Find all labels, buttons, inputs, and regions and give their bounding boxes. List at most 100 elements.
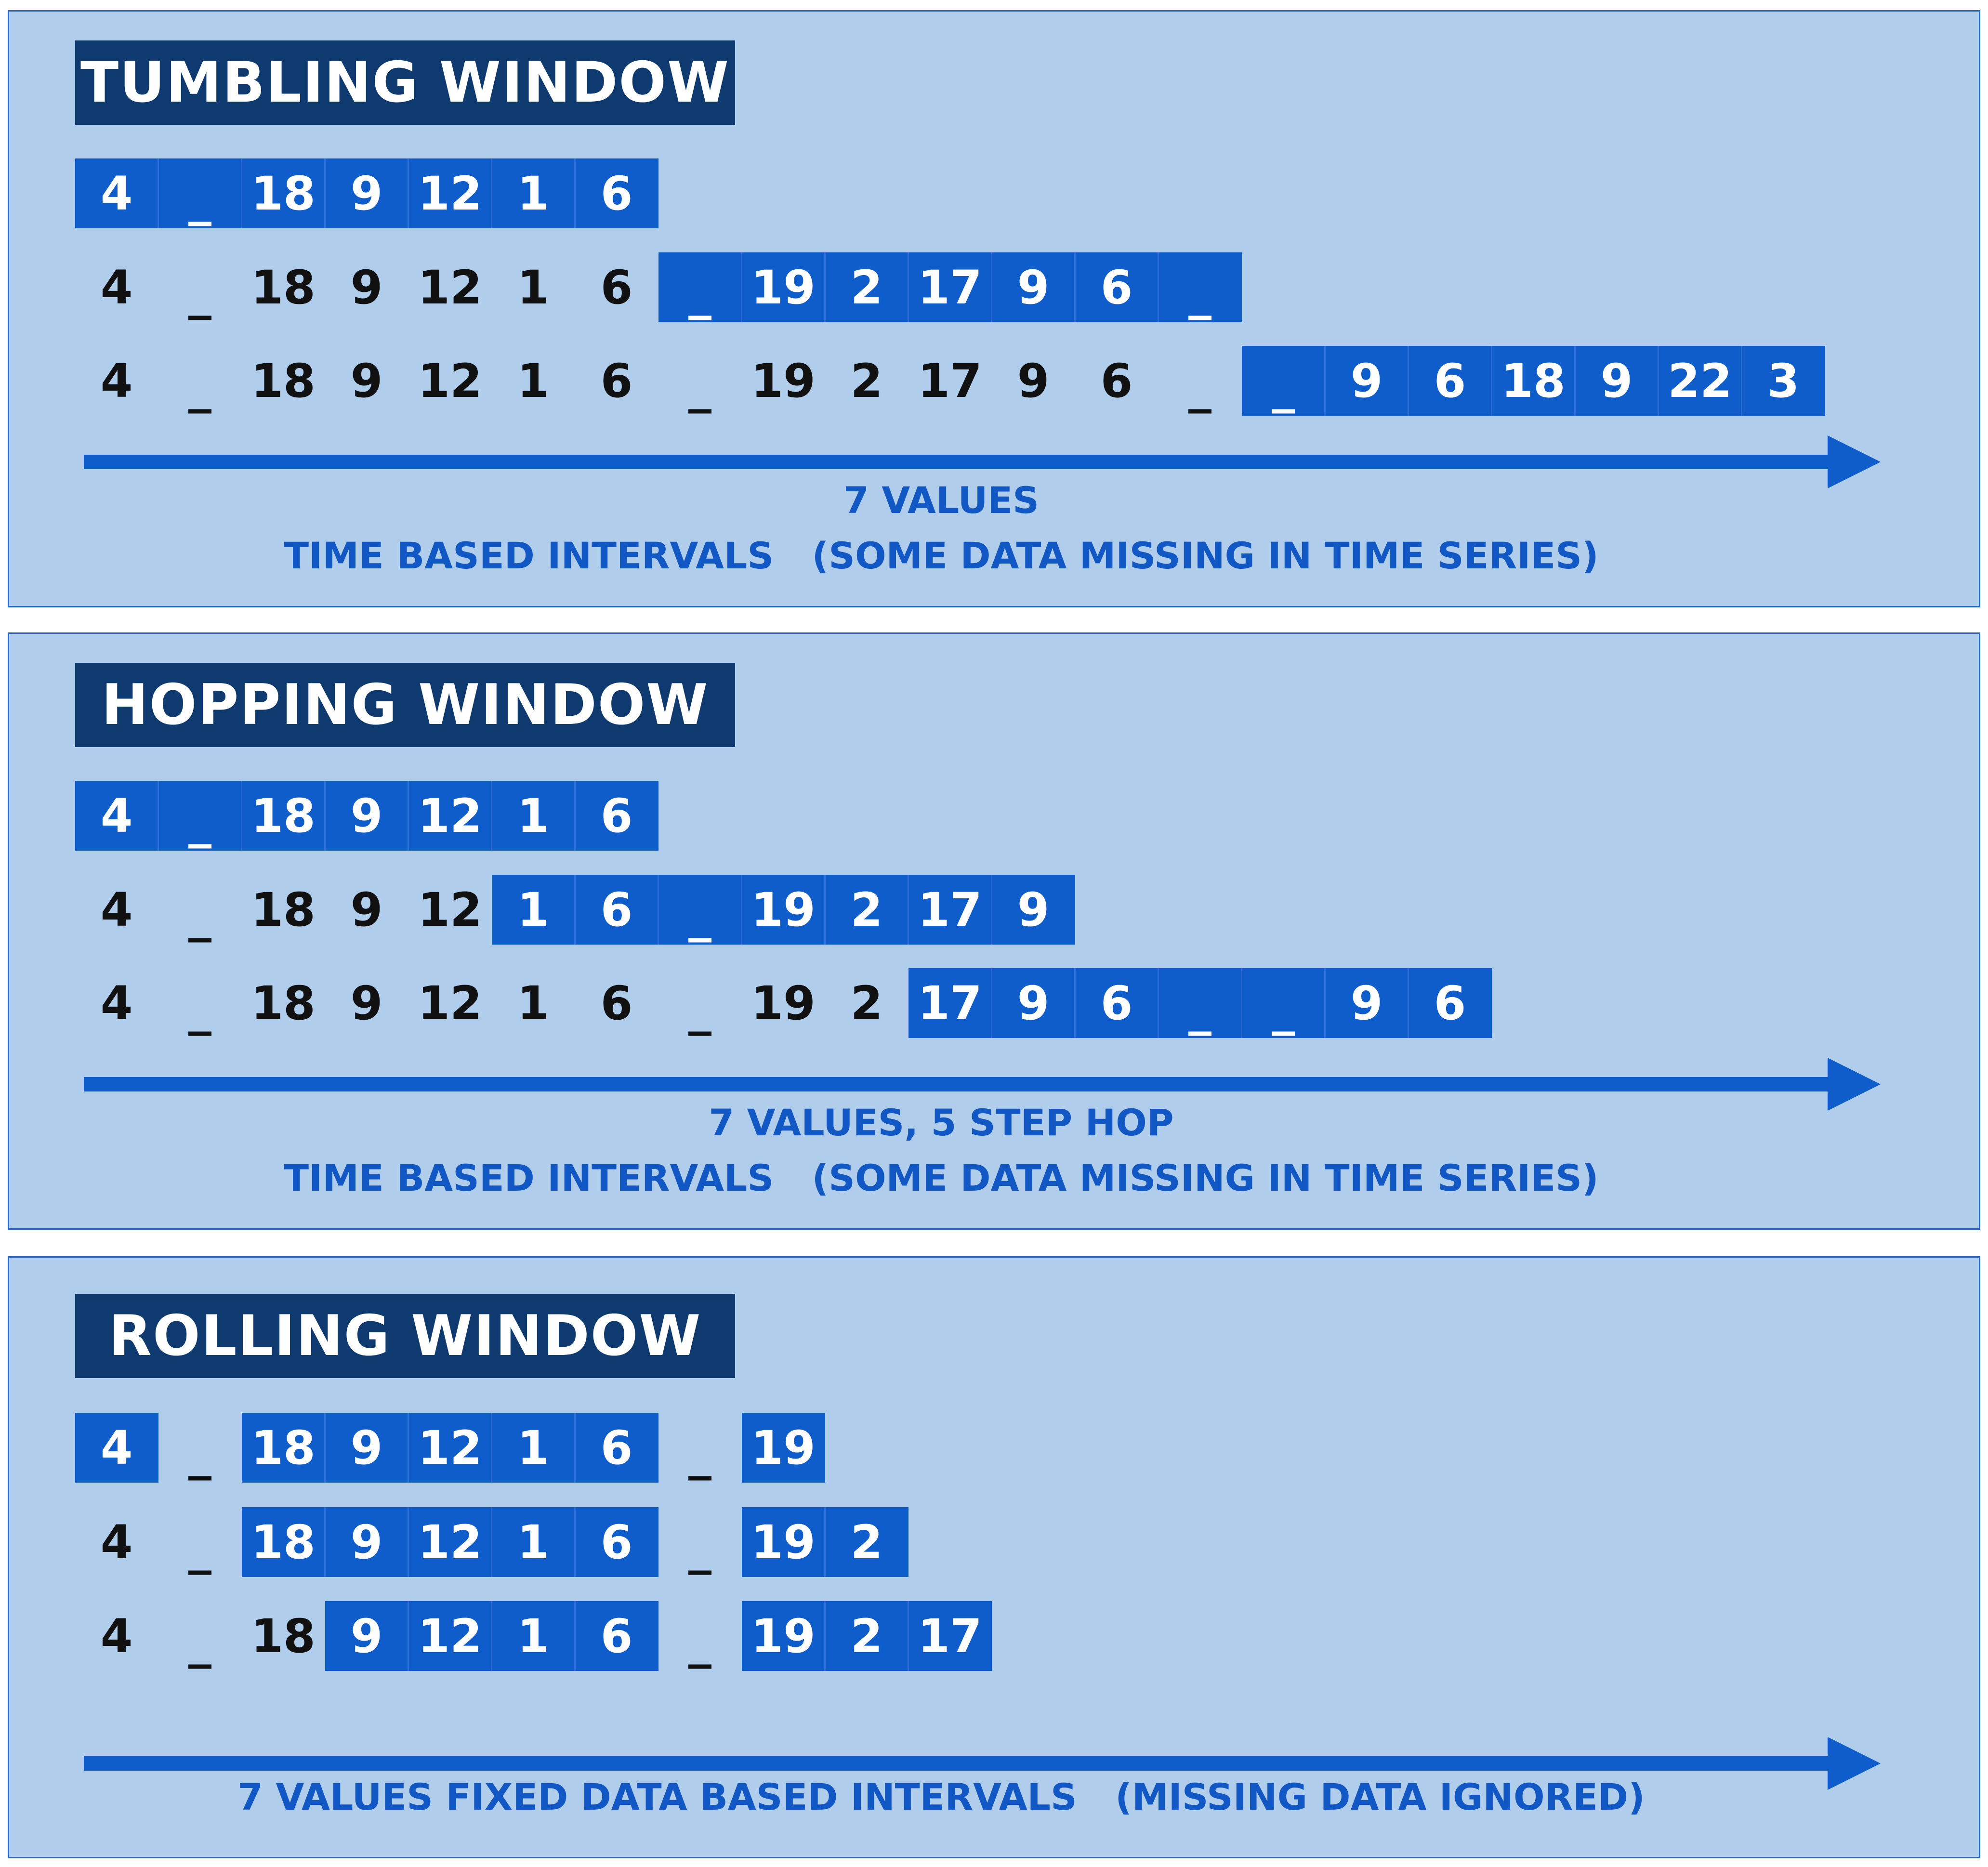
value-cell: 6 [600,882,633,937]
value-cell: 9 [350,976,383,1030]
window-highlight [908,968,1492,1038]
value-cell: 12 [418,882,482,937]
cell-divider [908,252,909,322]
arrow-head-icon [1828,435,1881,488]
arrow-head-icon [1828,1737,1881,1790]
value-cell: 1 [517,789,550,843]
cell-divider [824,1507,826,1577]
time-axis-line [84,455,1847,469]
cell-divider [1158,252,1159,322]
value-cell: 9 [350,354,383,408]
value-cell: 12 [418,166,482,221]
cell-divider [1491,346,1492,416]
cell-divider [324,781,326,851]
value-cell: 17 [918,354,982,408]
cell-divider [408,1507,409,1577]
value-cell: 12 [418,976,482,1030]
missing-value-cell: _ [188,172,211,226]
value-cell: 12 [418,789,482,843]
window-highlight [75,158,658,228]
value-cell: 1 [517,166,550,221]
window-highlight [1242,346,1825,416]
cell-divider [991,252,992,322]
cell-divider [1074,968,1076,1038]
window-highlight [75,781,658,851]
value-cell: 19 [751,1515,816,1569]
missing-value-cell: _ [688,889,711,943]
value-cell: 17 [918,976,982,1030]
cell-divider [741,252,742,322]
value-cell: 9 [1350,976,1383,1030]
value-cell: 6 [1434,354,1466,408]
missing-value-cell: _ [1188,982,1211,1036]
value-cell: 1 [517,1609,550,1663]
value-cell: 6 [600,789,633,843]
value-cell: 6 [1100,260,1133,315]
cell-divider [574,1507,576,1577]
value-cell: 9 [350,1515,383,1569]
value-cell: 18 [251,1420,316,1475]
value-cell: 6 [600,976,633,1030]
value-cell: 12 [418,1609,482,1663]
value-cell: 2 [850,1609,883,1663]
window-highlight [492,875,1075,945]
value-cell: 4 [100,1420,133,1475]
cell-divider [491,781,492,851]
cell-divider [1741,346,1742,416]
window-highlight [325,1601,658,1671]
value-cell: 17 [918,882,982,937]
value-cell: 9 [1017,976,1050,1030]
value-cell: 2 [850,260,883,315]
window-highlight [742,1601,992,1671]
value-cell: 9 [350,166,383,221]
cell-divider [574,781,576,851]
value-cell: 1 [517,1515,550,1569]
cell-divider [241,158,242,228]
window-highlight [742,1413,825,1483]
value-cell: 6 [600,260,633,315]
window-size-caption: 7 VALUES [843,479,1039,522]
missing-value-cell: _ [188,795,211,849]
value-cell: 18 [1501,354,1566,408]
cell-divider [491,1601,492,1671]
value-cell: 9 [1350,354,1383,408]
time-axis-line [84,1077,1847,1091]
missing-value-cell: _ [188,1615,211,1669]
value-cell: 2 [850,976,883,1030]
missing-value-cell: _ [1188,360,1211,414]
cell-divider [1241,968,1242,1038]
value-cell: 19 [751,1420,816,1475]
value-cell: 19 [751,976,816,1030]
value-cell: 19 [751,260,816,315]
cell-divider [1324,968,1326,1038]
value-cell: 9 [350,1609,383,1663]
cell-divider [158,158,159,228]
missing-value-cell: _ [1272,982,1295,1036]
missing-value-cell: _ [1188,266,1211,320]
missing-value-cell: _ [688,1521,711,1575]
missing-value-cell: _ [188,889,211,943]
cell-divider [908,875,909,945]
missing-value-cell: _ [188,360,211,414]
interval-caption: 7 VALUES FIXED DATA BASED INTERVALS (MIS… [237,1775,1645,1818]
value-cell: 2 [850,882,883,937]
cell-divider [1574,346,1576,416]
value-cell: 12 [418,354,482,408]
value-cell: 2 [850,1515,883,1569]
value-cell: 4 [100,1515,133,1569]
cell-divider [908,1601,909,1671]
cell-divider [658,875,659,945]
cell-divider [741,875,742,945]
missing-value-cell: _ [188,1427,211,1481]
value-cell: 9 [1017,882,1050,937]
value-cell: 18 [251,260,316,315]
value-cell: 1 [517,1420,550,1475]
value-cell: 4 [100,260,133,315]
cell-divider [324,158,326,228]
value-cell: 1 [517,976,550,1030]
cell-divider [1658,346,1659,416]
value-cell: 17 [918,1609,982,1663]
cell-divider [574,1601,576,1671]
